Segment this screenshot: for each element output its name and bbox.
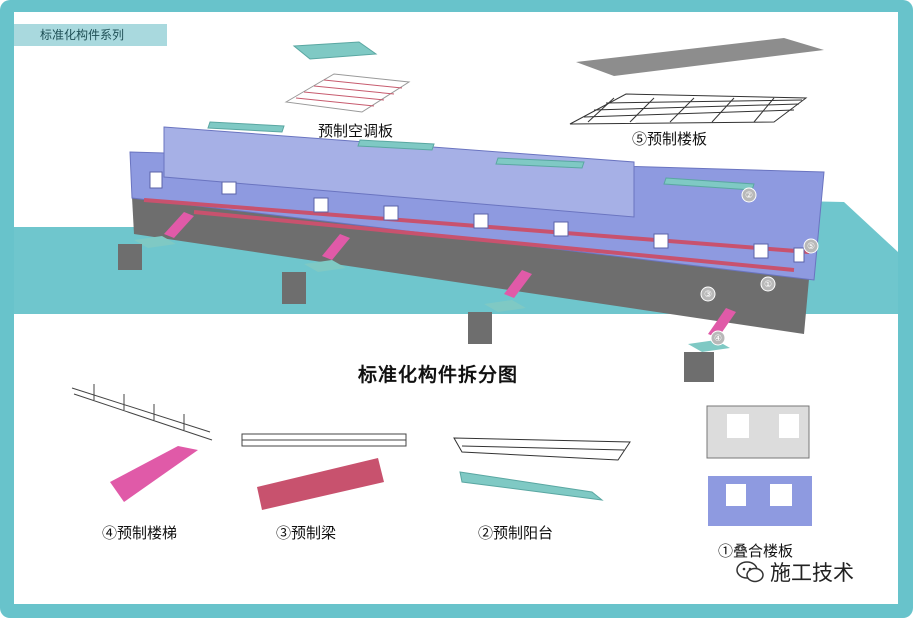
- label-beam: ③预制梁: [276, 524, 337, 542]
- marker-5: ⑤: [807, 242, 815, 252]
- marker-3: ③: [704, 290, 712, 300]
- building-illustration: ② ⑤ ① ③ ④: [71, 38, 825, 526]
- ac-board-rebar: [284, 73, 411, 113]
- watermark: 施工技术: [736, 557, 854, 587]
- diagram-title: 标准化构件拆分图: [358, 364, 519, 386]
- precast-balcony: [459, 471, 604, 501]
- composite-wall: [708, 476, 812, 526]
- stair-supports: [118, 244, 714, 382]
- marker-1: ①: [764, 280, 772, 290]
- floor-slab-rebar: [569, 93, 808, 125]
- label-ac-board: 预制空调板: [318, 122, 394, 140]
- label-stair: ④预制楼梯: [102, 524, 178, 542]
- wechat-icon: [736, 561, 764, 583]
- beam-rebar: [241, 433, 407, 447]
- stair-rebar: [71, 384, 213, 441]
- balcony-rebar: [453, 437, 631, 461]
- composite-wall-window-1: [726, 484, 746, 506]
- series-title-tab: 标准化构件系列: [14, 24, 167, 46]
- label-floor-slab: ⑤预制楼板: [632, 130, 708, 148]
- floor-slab-top: [576, 38, 824, 76]
- ac-board-slab: [292, 41, 378, 60]
- window-openings: [149, 171, 805, 263]
- label-composite: ①叠合楼板: [718, 542, 794, 560]
- marker-4: ④: [714, 334, 722, 344]
- precast-stair: [110, 446, 198, 502]
- markers: [700, 187, 819, 346]
- composite-wall-window-2: [770, 484, 792, 506]
- precast-beam: [257, 458, 384, 510]
- composite-window-1: [727, 414, 749, 438]
- back-wall: [163, 126, 635, 218]
- label-balcony: ②预制阳台: [478, 524, 554, 542]
- marker-2: ②: [745, 191, 753, 201]
- balcony-slabs: [207, 121, 755, 191]
- stairs: [164, 212, 736, 338]
- composite-window-2: [779, 414, 799, 438]
- watermark-text: 施工技术: [770, 561, 854, 585]
